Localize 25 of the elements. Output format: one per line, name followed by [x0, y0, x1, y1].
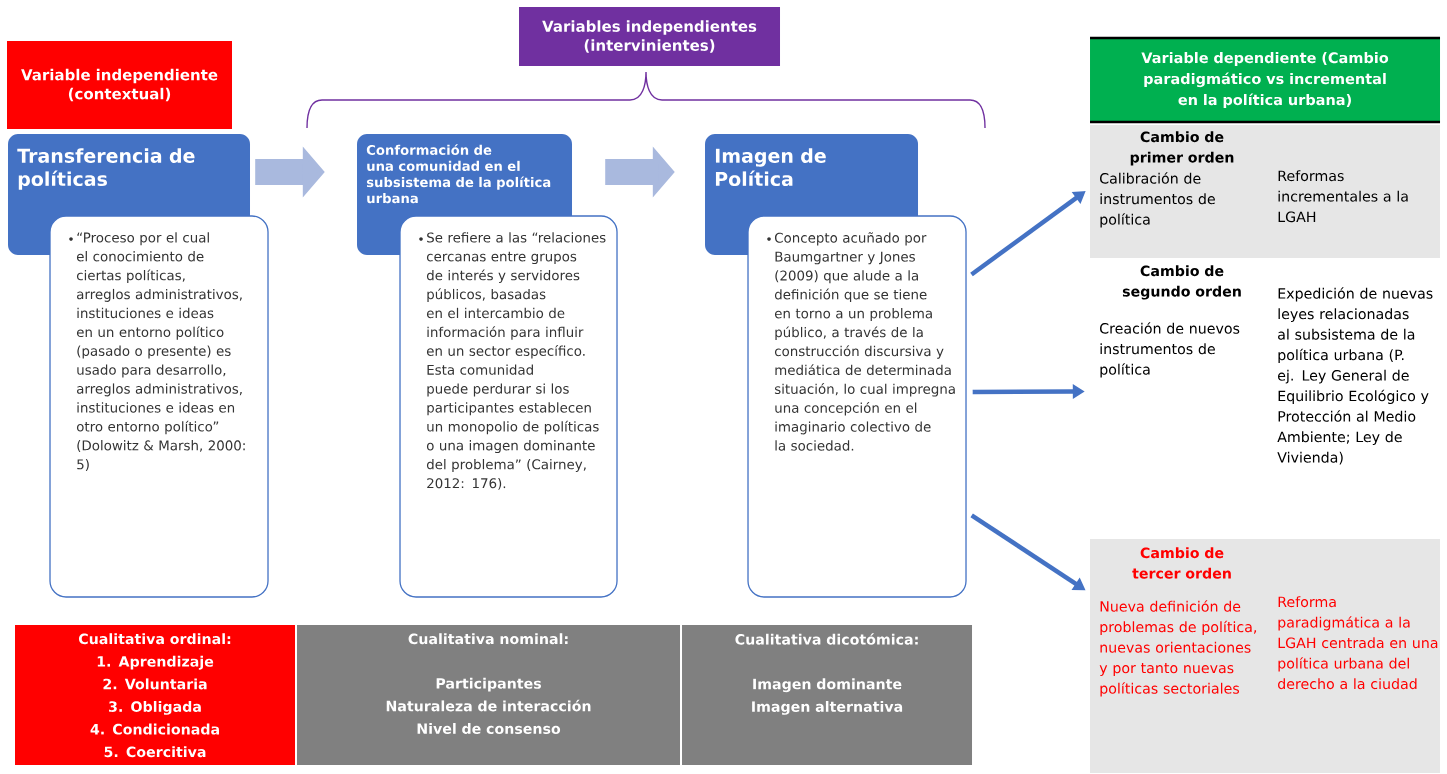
node-label: Participantes	[436, 677, 541, 692]
definition-box: Concepto acuñado por Baumgartner y Jones (2009) que alude a la definición que se tiene en torno a un problema público, a través de la construcción discursiva y mediática de determinada situación, lo cual impregna una concepción en el imaginario colectivo de la sociedad.	[747, 215, 967, 598]
variable-label: Variables independientes (intervinientes)	[519, 7, 780, 66]
cell-text: Calibración de instrumentos de política	[1100, 172, 1215, 228]
cell-text: Creación de nuevos instrumentos de política	[1100, 322, 1240, 378]
node-label: Cualitativa nominal:	[408, 633, 568, 645]
node-label: Imagen alternativa	[752, 700, 903, 715]
category-box: Cualitativa nominal: Participantes Naturaleza de interacción Nivel de consenso	[297, 625, 680, 765]
cell-text: Nueva definición de problemas de política, nuevas orientaciones y por tanto nuevas políticas sectoriales	[1099, 600, 1257, 697]
variable-label: Variable independiente (contextual)	[7, 41, 232, 129]
cell-text: Expedición de nuevas leyes relacionadas al subsistema de la política urbana (P. ej. Ley General de Equilibrio Ecológico y Protección al Medio Ambiente; Ley de Vivienda)	[1277, 287, 1433, 465]
category-box: Cualitativa ordinal: 1. Aprendizaje 2. Voluntaria 3. Obligada 4. Condicionada 5. Coercitiva	[15, 625, 295, 765]
cell-text: Reformas incrementales a la LGAH	[1278, 170, 1408, 223]
definition-box: Se refiere a las “relaciones cercanas entre grupos de interés y servidores públicos, basadas en el intercambio de información para influir en un sector específico. Esta comunidad puede perdurar si los participantes establecen un monopolio de políticas o una imagen dominante del problema” (Cairney, 2012: 176).	[399, 215, 618, 598]
node-label: Naturaleza de interacción	[386, 699, 591, 712]
node-label: Imagen dominante	[753, 678, 902, 693]
node-label: Nivel de consenso	[417, 723, 561, 734]
row-heading: Cambio de primer orden	[1130, 131, 1234, 166]
table-header: Variable dependiente (Cambio paradigmático vs incremental en la política urbana)	[1090, 36, 1440, 124]
cell-text: Reforma paradigmática a la LGAH centrada en una política urbana del derecho a la ciudad	[1278, 596, 1438, 690]
node-label: Cualitativa dicotómica:	[735, 633, 918, 645]
category-box: Cualitativa dicotómica: Imagen dominante Imagen alternativa	[682, 625, 972, 765]
row-heading: Cambio de tercer orden	[1132, 547, 1231, 579]
row-heading: Cambio de segundo orden	[1122, 265, 1241, 300]
definition-box: “Proceso por el cual el conocimiento de ciertas políticas, arreglos administrativos, instituciones e ideas en un entorno político (pasado o presente) es usado para desarrollo, arreglos administrativos, instituciones e ideas en otro entorno político” (Dolowitz & Marsh, 2000: 5)	[49, 215, 269, 598]
